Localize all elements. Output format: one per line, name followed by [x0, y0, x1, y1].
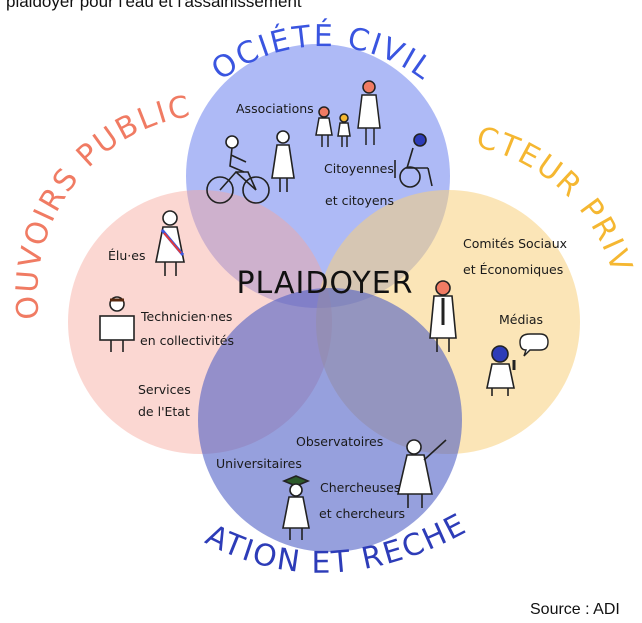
label-citoyens-line1: Citoyennes [324, 161, 394, 176]
journalist-icon [486, 345, 516, 396]
circle-education-recherche [198, 288, 462, 552]
label-associations: Associations [236, 101, 314, 116]
label-chercheurs-line1: Chercheuses [320, 480, 401, 495]
family-icon [315, 80, 381, 147]
technician-icon [99, 296, 135, 352]
manager-icon [429, 280, 457, 352]
source-label: Source : ADI [530, 601, 620, 618]
woman-icon [271, 130, 295, 192]
elected-official-icon [155, 210, 185, 276]
label-chercheurs-line2: et chercheurs [319, 506, 405, 521]
label-observatoires: Observatoires [296, 434, 384, 449]
label-techniciens-line1: Technicien·nes [141, 309, 233, 324]
teacher-icon [396, 439, 447, 508]
intro-text: plaidoyer pour l'eau et l'assainissement [6, 0, 302, 11]
label-universitaires: Universitaires [216, 456, 302, 471]
label-cse-line1: Comités Sociaux [463, 236, 568, 251]
center-label: PLAIDOYER [236, 266, 413, 301]
label-services-line1: Services [138, 382, 191, 397]
label-techniciens-line2: en collectivités [140, 333, 234, 348]
label-medias: Médias [499, 312, 544, 327]
graduate-icon [281, 475, 311, 540]
label-services-line2: de l'Etat [138, 404, 190, 419]
label-elus: Élu·es [108, 248, 146, 263]
label-citoyens-line2: et citoyens [325, 193, 394, 208]
label-cse-line2: et Économiques [463, 262, 564, 277]
cyclist-icon [206, 135, 270, 204]
speech-bubble-icon [519, 333, 549, 357]
wheelchair-icon [394, 133, 433, 188]
